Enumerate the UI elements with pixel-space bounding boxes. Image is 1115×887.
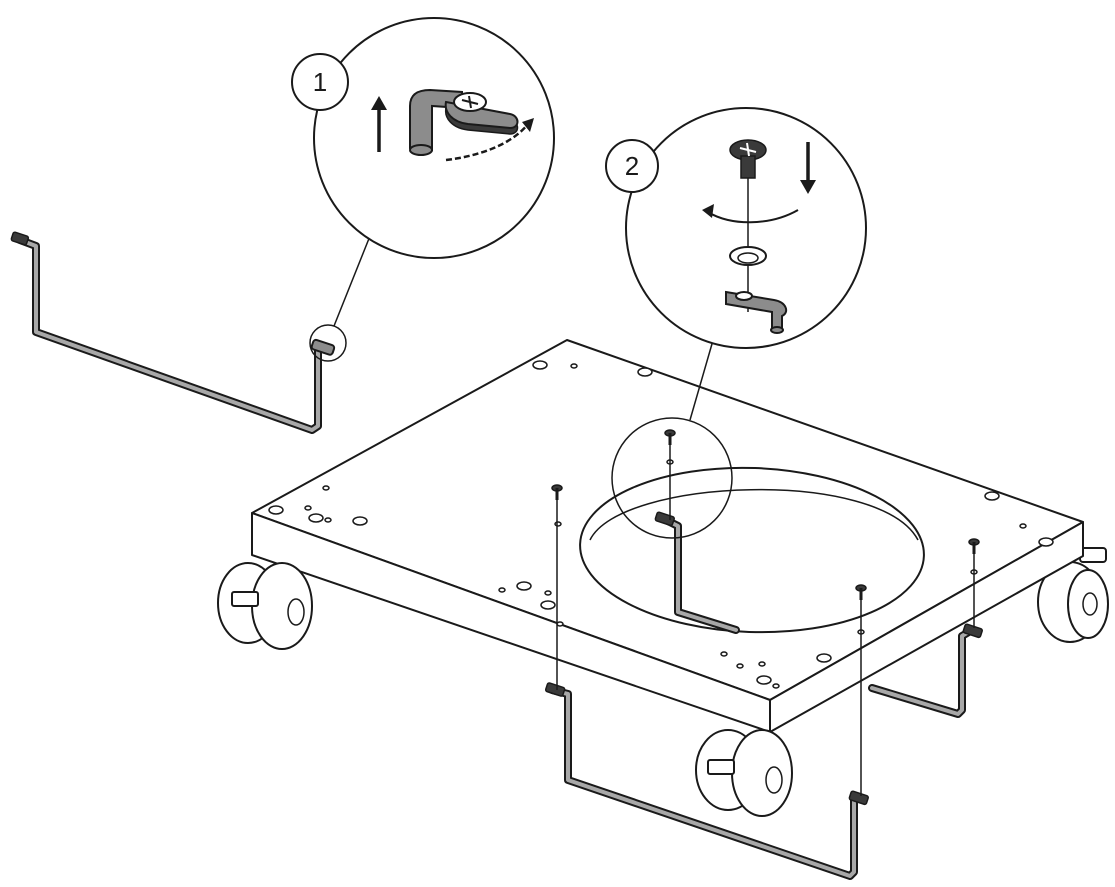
rod-bracket (310, 338, 336, 356)
caster-front-left (217, 562, 313, 650)
rotate-counterclockwise-icon (702, 204, 799, 224)
callout-badge-1: 1 (291, 53, 349, 111)
detail-circle-2 (611, 417, 733, 539)
callout-detail-1 (313, 17, 555, 259)
callout-number-1: 1 (313, 67, 327, 97)
loose-u-rod (10, 231, 336, 434)
installed-rods (544, 511, 983, 880)
leader-line-2 (689, 329, 717, 421)
rotate-clockwise-icon (445, 118, 534, 162)
plate-opening (579, 466, 925, 634)
screws (551, 429, 980, 796)
caster-front-middle (695, 729, 793, 817)
plate-side (769, 521, 1084, 733)
callout-badge-2: 2 (605, 139, 659, 193)
leader-line-1 (333, 235, 371, 327)
base-plate (217, 339, 1109, 817)
bracket-icon (725, 290, 788, 334)
rod-end-clip (10, 231, 30, 246)
bracket-icon (409, 88, 519, 156)
caster-back-right (1037, 547, 1109, 643)
callout-detail-2 (625, 107, 867, 349)
arrow-up-icon (371, 96, 387, 152)
callout-number-2: 2 (625, 151, 639, 181)
screw-icon (729, 139, 767, 179)
arrow-down-icon (800, 142, 816, 194)
detail-circle-1 (309, 324, 347, 362)
